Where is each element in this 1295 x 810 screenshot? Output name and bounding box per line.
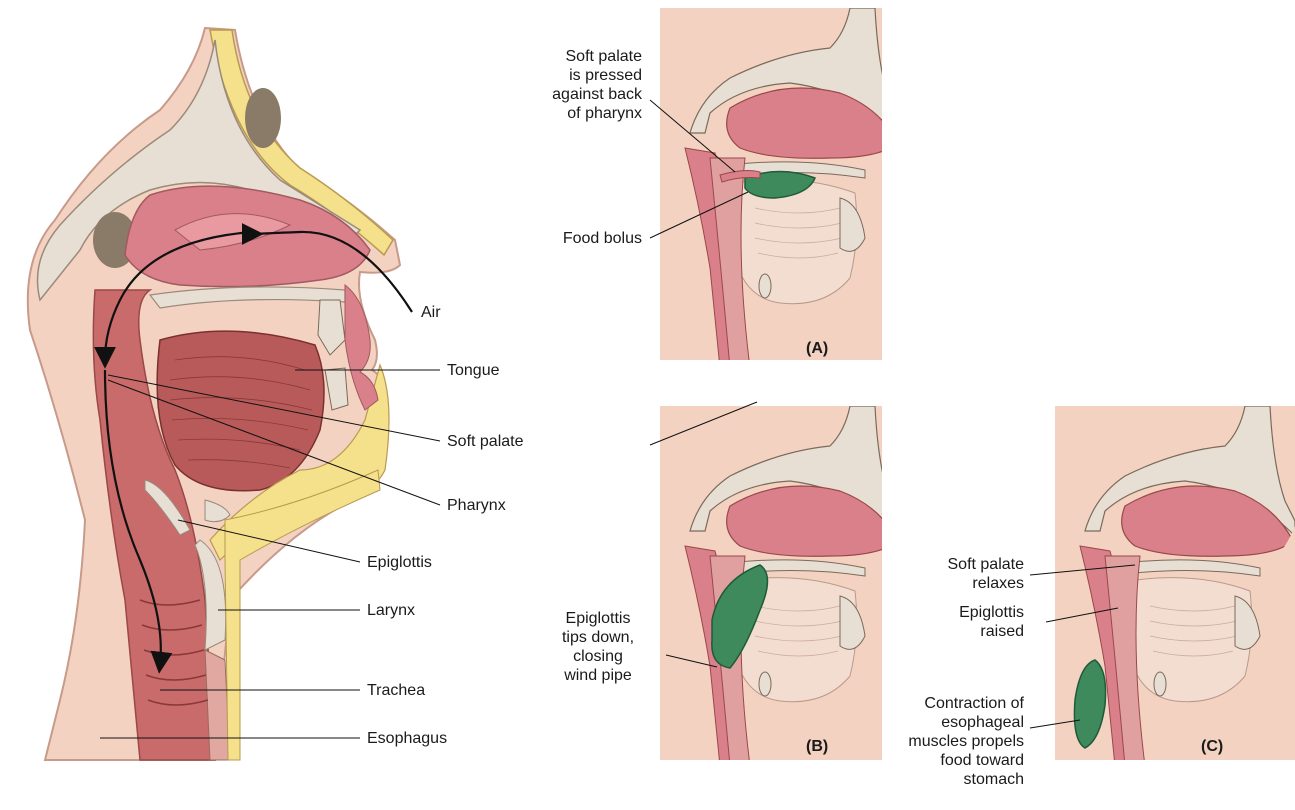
- panel-a-note-line-4: of pharynx: [500, 104, 642, 123]
- label-trachea: Trachea: [367, 681, 425, 700]
- panel-b-note-line-3: closing: [534, 647, 662, 666]
- label-pharynx: Pharynx: [447, 496, 506, 515]
- panel-a-note-line-1: Soft palate: [500, 47, 642, 66]
- label-air: Air: [421, 303, 441, 322]
- label-epiglottis: Epiglottis: [367, 553, 432, 572]
- panel-c-ct-line-1: Contraction of: [860, 694, 1024, 713]
- label-soft-palate: Soft palate: [447, 432, 524, 451]
- tongue-muscle: [157, 331, 324, 491]
- panel-c-sp-line-1: Soft palate: [880, 555, 1024, 574]
- panel-c-ct-line-5: stomach: [860, 770, 1024, 789]
- panel-b-tag: (B): [806, 738, 828, 756]
- panel-b-note-line-1: Epiglottis: [534, 609, 662, 628]
- panel-a-soft-palate-note: Soft palate is pressed against back of p…: [500, 47, 642, 123]
- panel-a: [660, 8, 900, 368]
- panel-c: [1055, 406, 1295, 766]
- panel-c-ep-line-2: raised: [880, 622, 1024, 641]
- panel-c-tag: (C): [1201, 738, 1223, 756]
- label-larynx: Larynx: [367, 601, 415, 620]
- label-tongue: Tongue: [447, 361, 500, 380]
- panel-c-ct-line-4: food toward: [860, 751, 1024, 770]
- panel-c-soft-palate-note: Soft palate relaxes: [880, 555, 1024, 593]
- panel-c-epiglottis-note: Epiglottis raised: [880, 603, 1024, 641]
- panel-a-note-line-3: against back: [500, 85, 642, 104]
- panel-b-epiglottis-note: Epiglottis tips down, closing wind pipe: [534, 609, 662, 685]
- label-esophagus: Esophagus: [367, 729, 447, 748]
- panel-b-note-line-2: tips down,: [534, 628, 662, 647]
- panel-c-ct-line-3: muscles propels: [860, 732, 1024, 751]
- panel-c-ct-line-2: esophageal: [860, 713, 1024, 732]
- panel-c-contraction-note: Contraction of esophageal muscles propel…: [860, 694, 1024, 789]
- frontal-sinus: [245, 88, 281, 148]
- panel-c-sp-line-2: relaxes: [880, 574, 1024, 593]
- panel-a-food-bolus-label: Food bolus: [500, 229, 642, 248]
- panel-b-note-line-4: wind pipe: [534, 666, 662, 685]
- main-head-illustration: [28, 28, 440, 760]
- panel-a-note-line-2: is pressed: [500, 66, 642, 85]
- panel-a-tag: (A): [806, 340, 828, 358]
- panel-c-ep-line-1: Epiglottis: [880, 603, 1024, 622]
